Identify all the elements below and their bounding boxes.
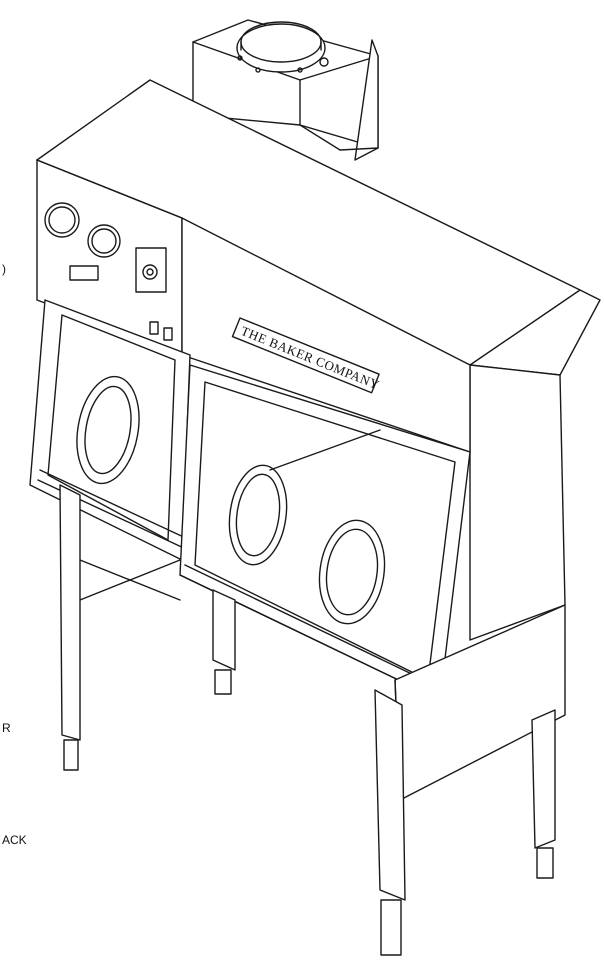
exhaust-collar-ring xyxy=(236,21,329,73)
nameplate xyxy=(69,265,99,281)
edge-label-r: R xyxy=(2,721,11,735)
leg-rear-left xyxy=(212,589,236,695)
control-knob xyxy=(135,247,167,293)
leg-front-right xyxy=(374,689,406,956)
right-glove-port xyxy=(318,519,386,625)
leg-rear-right xyxy=(531,709,556,879)
pressure-gauge-left xyxy=(44,202,80,238)
center-glove-port xyxy=(228,464,288,566)
left-glove-port xyxy=(76,375,140,485)
leg-brace xyxy=(79,559,181,601)
pressure-gauge-right xyxy=(87,224,121,258)
edge-label-ack: ACK xyxy=(2,833,27,847)
leg-front-left xyxy=(59,484,81,771)
interior-divider xyxy=(269,429,381,471)
switch-panel xyxy=(149,321,173,341)
edge-label-paren: ) xyxy=(2,262,6,276)
